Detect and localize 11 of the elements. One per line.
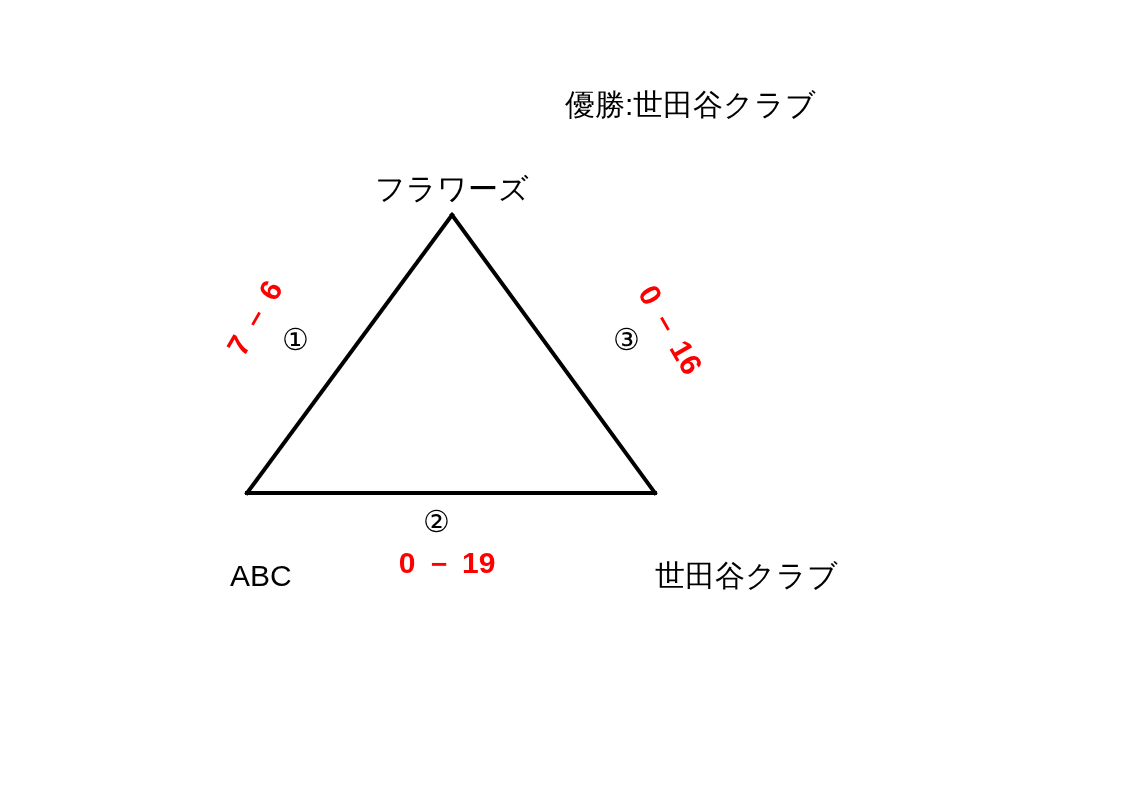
match-number: ③ (612, 323, 640, 357)
triangle-side (245, 213, 454, 495)
triangle-side (450, 213, 657, 495)
match-number: ② (422, 505, 450, 539)
team-name: 世田谷クラブ (655, 559, 838, 593)
team-name: ABC (230, 559, 292, 593)
triangle-side (245, 491, 657, 495)
team-name: フラワーズ (375, 172, 529, 206)
match-number: ① (281, 323, 309, 357)
title: 優勝:世田谷クラブ (565, 88, 817, 122)
match-score: 0 － 19 (398, 546, 496, 580)
